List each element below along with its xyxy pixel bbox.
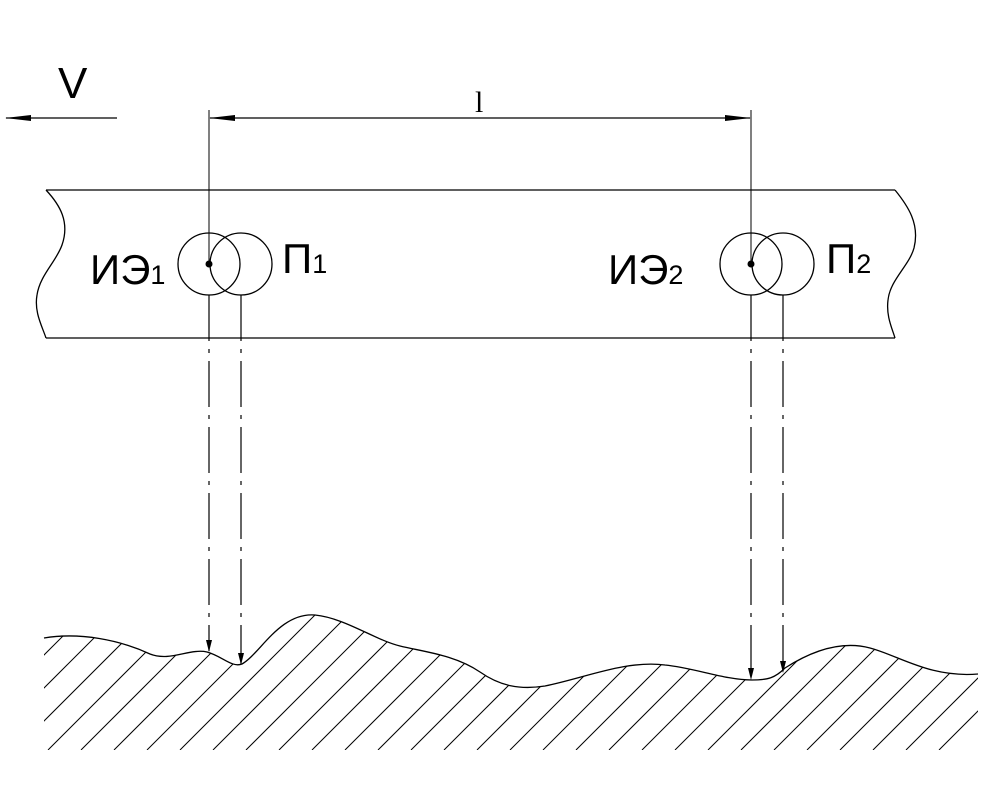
hatch-line [146, 614, 298, 750]
base-length-label: l [475, 86, 483, 119]
hatch-line [872, 614, 978, 750]
receiver-1-circle [209, 232, 273, 296]
beam-right-break-line [886, 189, 917, 339]
hatch-line [44, 614, 67, 750]
hatch-line [212, 614, 364, 750]
hatch-line [278, 614, 430, 750]
road-surface [0, 600, 979, 750]
hatch-line [476, 614, 628, 750]
hatch-line [773, 614, 925, 750]
ground-hatching [0, 600, 978, 750]
hatch-line [905, 614, 978, 750]
hatch-line [44, 614, 166, 750]
hatch-line [674, 614, 826, 750]
hatch-line [806, 614, 958, 750]
hatch-line [80, 614, 232, 750]
velocity-arrow: V [5, 59, 117, 121]
receiver-1-label: П1 [282, 235, 327, 282]
base-length-dimension: l [208, 86, 752, 262]
hatch-line [377, 614, 529, 750]
hatch-line [740, 614, 892, 750]
hatch-line [344, 614, 496, 750]
hatch-line [542, 614, 694, 750]
hatch-line [44, 614, 133, 750]
hatch-line [443, 614, 595, 750]
hatch-line [113, 614, 265, 750]
hatch-line [179, 614, 331, 750]
hatch-line [608, 614, 760, 750]
emitter-2-label: ИЭ2 [608, 246, 683, 293]
hatch-line [707, 614, 859, 750]
hatch-line [410, 614, 562, 750]
receiver-2-label: П2 [826, 235, 871, 282]
hatch-line [44, 614, 100, 750]
hatch-line [509, 614, 661, 750]
beam-left-break-line [35, 189, 66, 339]
receiver-2-circle [751, 232, 815, 296]
emitter-2-center-dot [747, 260, 755, 268]
road-profile-line [43, 614, 979, 689]
sensor-unit-2: ИЭ2 П2 [608, 232, 871, 680]
hatch-line [938, 614, 978, 750]
velocity-label: V [58, 59, 88, 108]
hatch-line [245, 614, 397, 750]
sensor-unit-1: ИЭ1 П1 [90, 232, 327, 665]
hatch-line [0, 600, 33, 750]
hatch-line [47, 614, 199, 750]
emitter-1-label: ИЭ1 [90, 246, 165, 293]
hatch-line [575, 614, 727, 750]
hatch-line [311, 614, 463, 750]
emitter-1-center-dot [205, 260, 213, 268]
carrier-beam [35, 189, 917, 339]
